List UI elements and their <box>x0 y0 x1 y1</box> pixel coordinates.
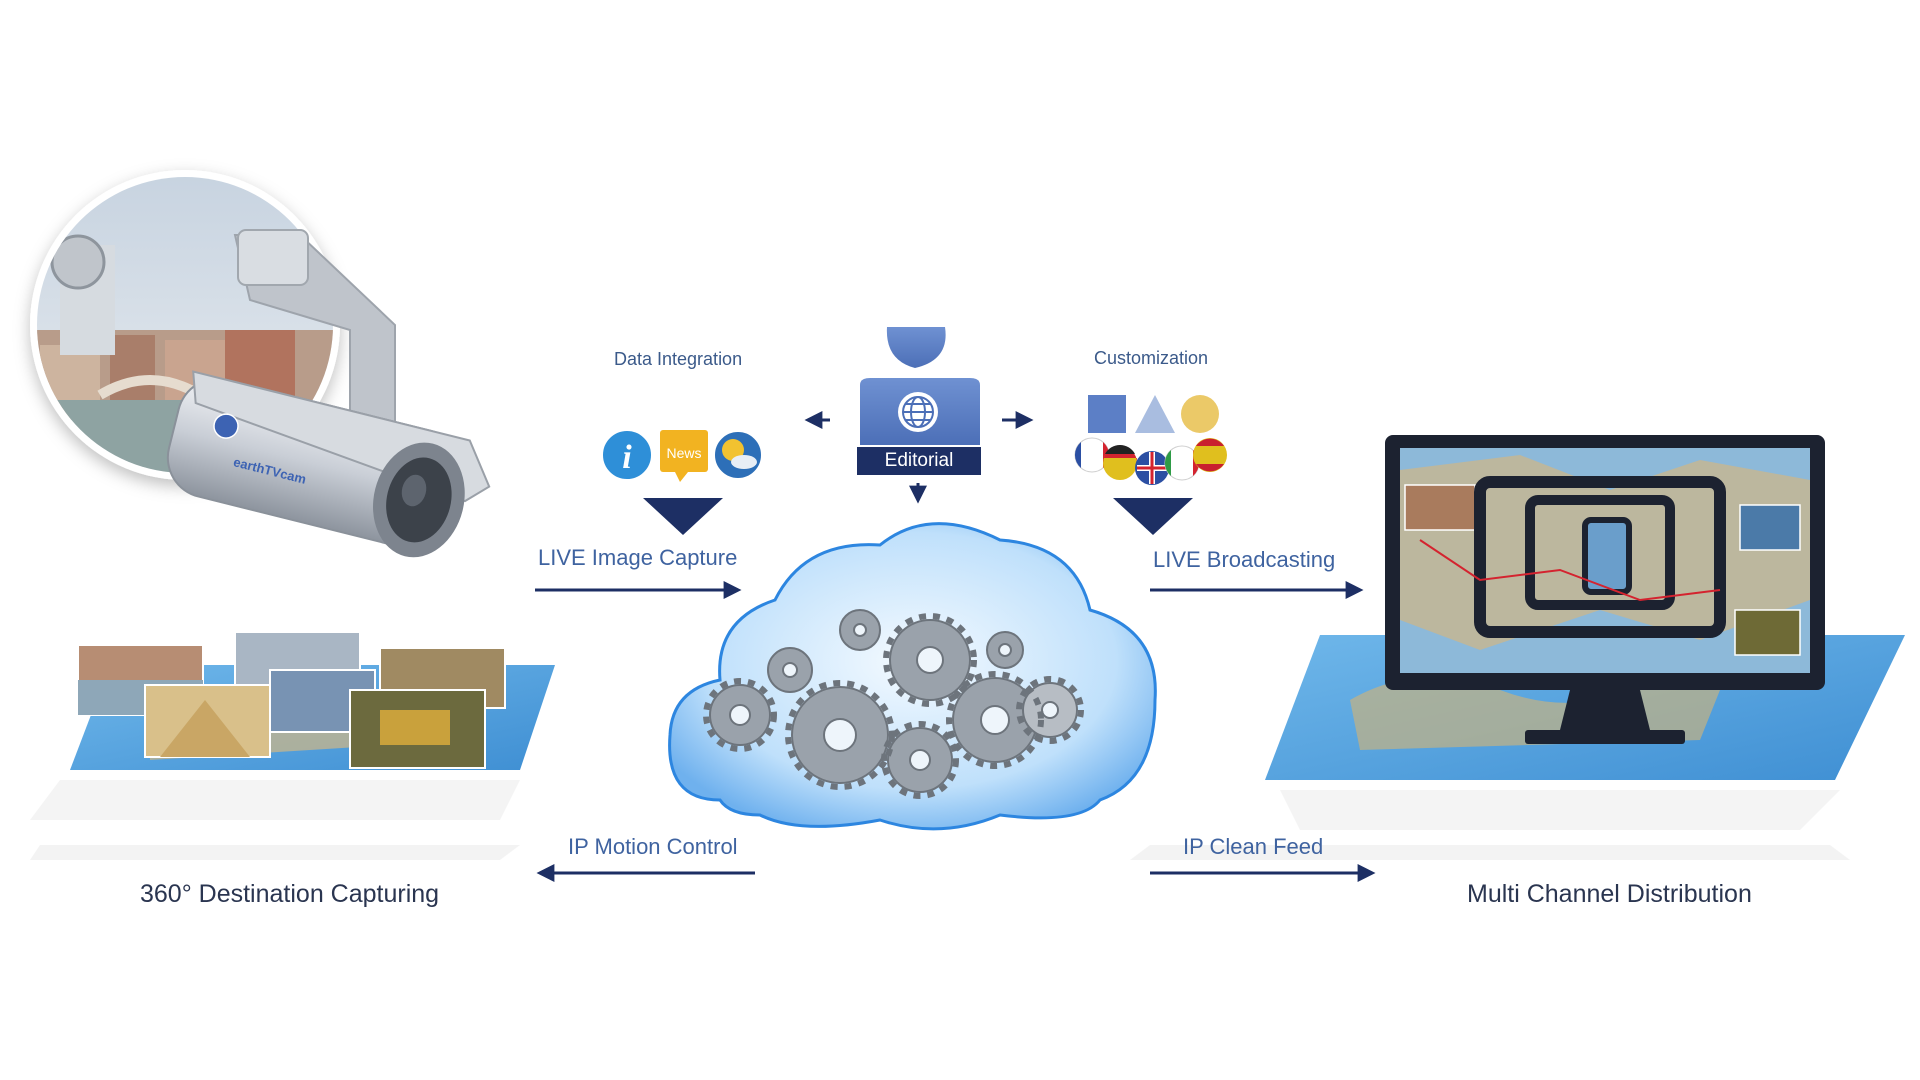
customization-shape-icons <box>1088 395 1219 433</box>
data-integration-icons: i News <box>601 429 763 482</box>
svg-text:i: i <box>622 439 632 476</box>
gears-icon <box>703 609 1084 799</box>
flag-germany-icon <box>1103 444 1137 480</box>
data-integration-triangle <box>643 498 723 535</box>
editorial-label: Editorial <box>857 447 981 475</box>
live-broadcasting-label: LIVE Broadcasting <box>1153 547 1336 572</box>
flag-spain-icon <box>1193 438 1227 472</box>
weather-icon <box>713 430 763 480</box>
svg-text:News: News <box>666 445 701 461</box>
editorial-arrows <box>804 411 1034 504</box>
flag-uk-icon <box>1135 451 1169 485</box>
camera-device: earthTVcam <box>166 229 491 558</box>
multi-channel-distribution-label: Multi Channel Distribution <box>1467 880 1752 908</box>
flow-arrows <box>535 581 1376 882</box>
language-flag-icons <box>1074 437 1227 485</box>
ip-clean-feed-label: IP Clean Feed <box>1183 834 1324 859</box>
ip-motion-control-label: IP Motion Control <box>568 834 738 859</box>
flag-italy-icon <box>1164 445 1200 481</box>
destination-capturing-label: 360° Destination Capturing <box>140 880 440 908</box>
monitor-icon <box>1385 435 1825 744</box>
live-image-capture-label: LIVE Image Capture <box>538 545 738 570</box>
info-icon: i <box>601 429 653 481</box>
customization-triangle <box>1113 498 1193 535</box>
news-icon: News <box>660 430 708 482</box>
destination-photo-collage <box>30 631 555 820</box>
editorial-person-icon <box>860 327 980 445</box>
customization-label: Customization <box>1094 348 1209 368</box>
data-integration-label: Data Integration <box>614 349 743 369</box>
